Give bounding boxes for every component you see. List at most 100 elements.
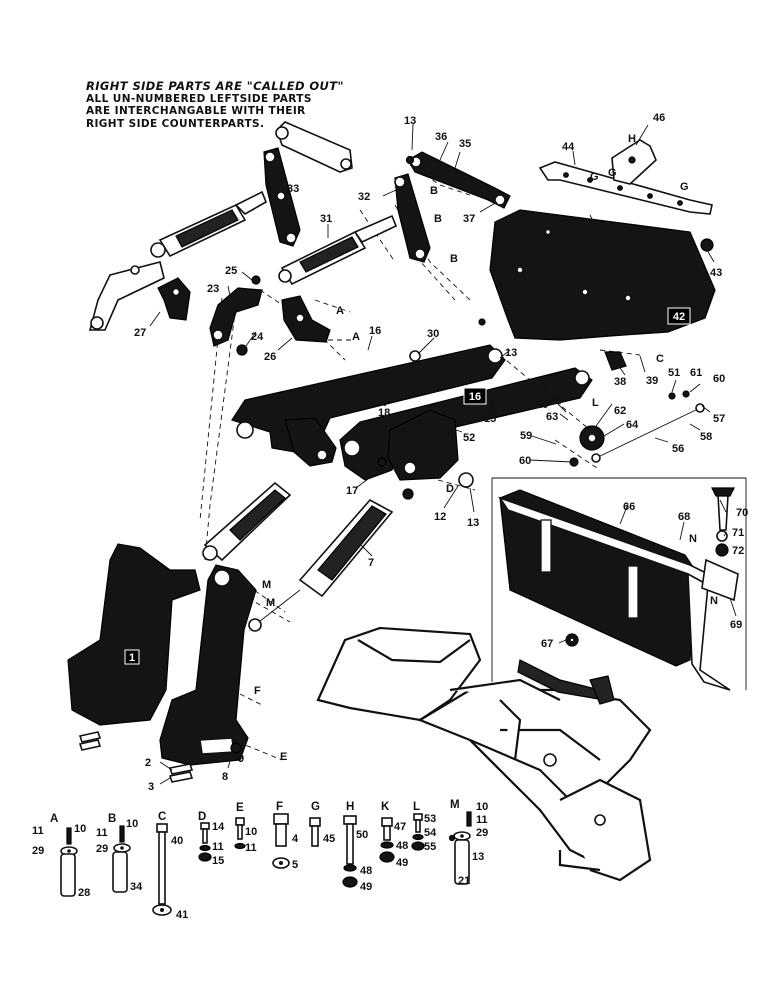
svg-text:C: C — [158, 811, 166, 823]
svg-text:29: 29 — [96, 843, 108, 855]
letter-A-2: A — [352, 331, 360, 343]
callout-70: 70 — [736, 507, 748, 519]
mounting-strap-44 — [538, 161, 713, 215]
letter-N-1: N — [689, 533, 697, 545]
callout-16: 16 — [369, 325, 381, 337]
callout-60a: 60 — [713, 373, 725, 385]
letter-M-2: M — [266, 597, 275, 609]
callout-61: 61 — [690, 367, 702, 379]
note-line-4: RIGHT SIDE COUNTERPARTS. — [86, 117, 265, 130]
callout-59: 59 — [520, 430, 532, 442]
hardware-group-H: H 50 48 49 — [342, 801, 372, 893]
hardware-group-L: L 53 54 55 — [411, 801, 437, 853]
callout-36: 36 — [435, 131, 447, 143]
svg-text:F: F — [276, 801, 283, 813]
svg-text:10: 10 — [126, 818, 138, 830]
callout-56: 56 — [672, 443, 684, 455]
svg-text:11: 11 — [212, 841, 224, 853]
letter-G-1: G — [590, 171, 599, 183]
blade-inset — [491, 477, 747, 691]
callout-52: 52 — [463, 432, 475, 444]
hardware-legend: A 11 10 29 28 B 11 10 29 34 C — [32, 799, 488, 921]
note-line-2: ALL UN-NUMBERED LEFTSIDE PARTS — [86, 92, 312, 105]
svg-text:13: 13 — [472, 851, 484, 863]
letter-D: D — [446, 483, 454, 495]
callout-12: 12 — [434, 511, 446, 523]
svg-text:53: 53 — [424, 813, 436, 825]
callout-63: 63 — [546, 411, 558, 423]
lift-arm-right: 16 — [339, 367, 593, 481]
callout-25: 25 — [225, 265, 237, 277]
callout-2: 2 — [145, 757, 151, 769]
rod-56 — [591, 403, 705, 463]
callout-26: 26 — [264, 351, 276, 363]
svg-text:11: 11 — [476, 814, 488, 826]
hardware-group-B: B 11 10 29 34 — [96, 813, 143, 893]
svg-text:L: L — [413, 801, 420, 813]
bellcrank-32 — [394, 173, 431, 263]
assembled-loader-view — [316, 626, 652, 882]
svg-text:48: 48 — [360, 865, 372, 877]
letter-M-1: M — [262, 579, 271, 591]
letter-L: L — [592, 397, 599, 409]
callout-3: 3 — [148, 781, 154, 793]
hardware-group-A: A 11 10 29 28 — [32, 813, 90, 899]
callout-note: RIGHT SIDE PARTS ARE "CALLED OUT" ALL UN… — [86, 80, 344, 130]
callout-20: 20 — [536, 399, 548, 411]
bracket-26 — [281, 295, 331, 343]
callout-62: 62 — [614, 405, 626, 417]
callout-31: 31 — [320, 213, 332, 225]
callout-64: 64 — [626, 419, 639, 431]
callout-32: 32 — [358, 191, 370, 203]
callout-27: 27 — [134, 327, 146, 339]
letter-A-1: A — [336, 305, 344, 317]
assembly-letters: H G G G B B B A A C L D N N M M F E — [254, 133, 718, 763]
svg-text:10: 10 — [476, 801, 488, 813]
lift-cylinder-7 — [248, 498, 394, 632]
svg-text:A: A — [50, 813, 58, 825]
callout-72: 72 — [732, 545, 744, 557]
letter-N-2: N — [710, 595, 718, 607]
side-plate-42: 42 — [489, 209, 716, 341]
svg-text:49: 49 — [360, 881, 372, 893]
pivot-disc-62 — [579, 425, 605, 451]
svg-text:41: 41 — [176, 909, 188, 921]
svg-text:45: 45 — [323, 833, 335, 845]
callout-18: 18 — [378, 407, 390, 419]
letter-B-3: B — [450, 253, 458, 265]
leader-lines — [149, 123, 737, 785]
svg-text:10: 10 — [245, 826, 257, 838]
link-23 — [209, 287, 263, 347]
callout-65: 65 — [550, 395, 562, 407]
svg-text:15: 15 — [212, 855, 224, 867]
label-1: 1 — [129, 652, 135, 664]
svg-text:E: E — [236, 802, 244, 814]
svg-text:21: 21 — [458, 875, 470, 887]
svg-text:M: M — [450, 799, 460, 811]
svg-text:29: 29 — [476, 827, 488, 839]
callout-38: 38 — [614, 376, 626, 388]
lift-arm-link — [275, 121, 353, 173]
hardware-group-D: D 14 11 15 — [198, 811, 225, 867]
callout-30: 30 — [427, 328, 439, 340]
letter-H: H — [628, 133, 636, 145]
callout-24: 24 — [251, 331, 264, 343]
svg-text:G: G — [311, 801, 320, 813]
callout-17: 17 — [346, 485, 358, 497]
pivot-bracket-52 — [387, 409, 459, 481]
svg-text:55: 55 — [424, 841, 436, 853]
callout-66: 66 — [623, 501, 635, 513]
svg-text:47: 47 — [394, 821, 406, 833]
svg-text:48: 48 — [396, 840, 408, 852]
svg-text:54: 54 — [424, 827, 437, 839]
callout-37: 37 — [463, 213, 475, 225]
svg-text:D: D — [198, 811, 206, 823]
lower-bracket-left — [284, 417, 337, 467]
svg-text:11: 11 — [245, 842, 257, 854]
svg-text:40: 40 — [171, 835, 183, 847]
lift-cylinder-upper — [202, 481, 292, 562]
callout-58: 58 — [700, 431, 712, 443]
callout-35: 35 — [459, 138, 471, 150]
tilt-cylinder-31 — [278, 214, 398, 286]
